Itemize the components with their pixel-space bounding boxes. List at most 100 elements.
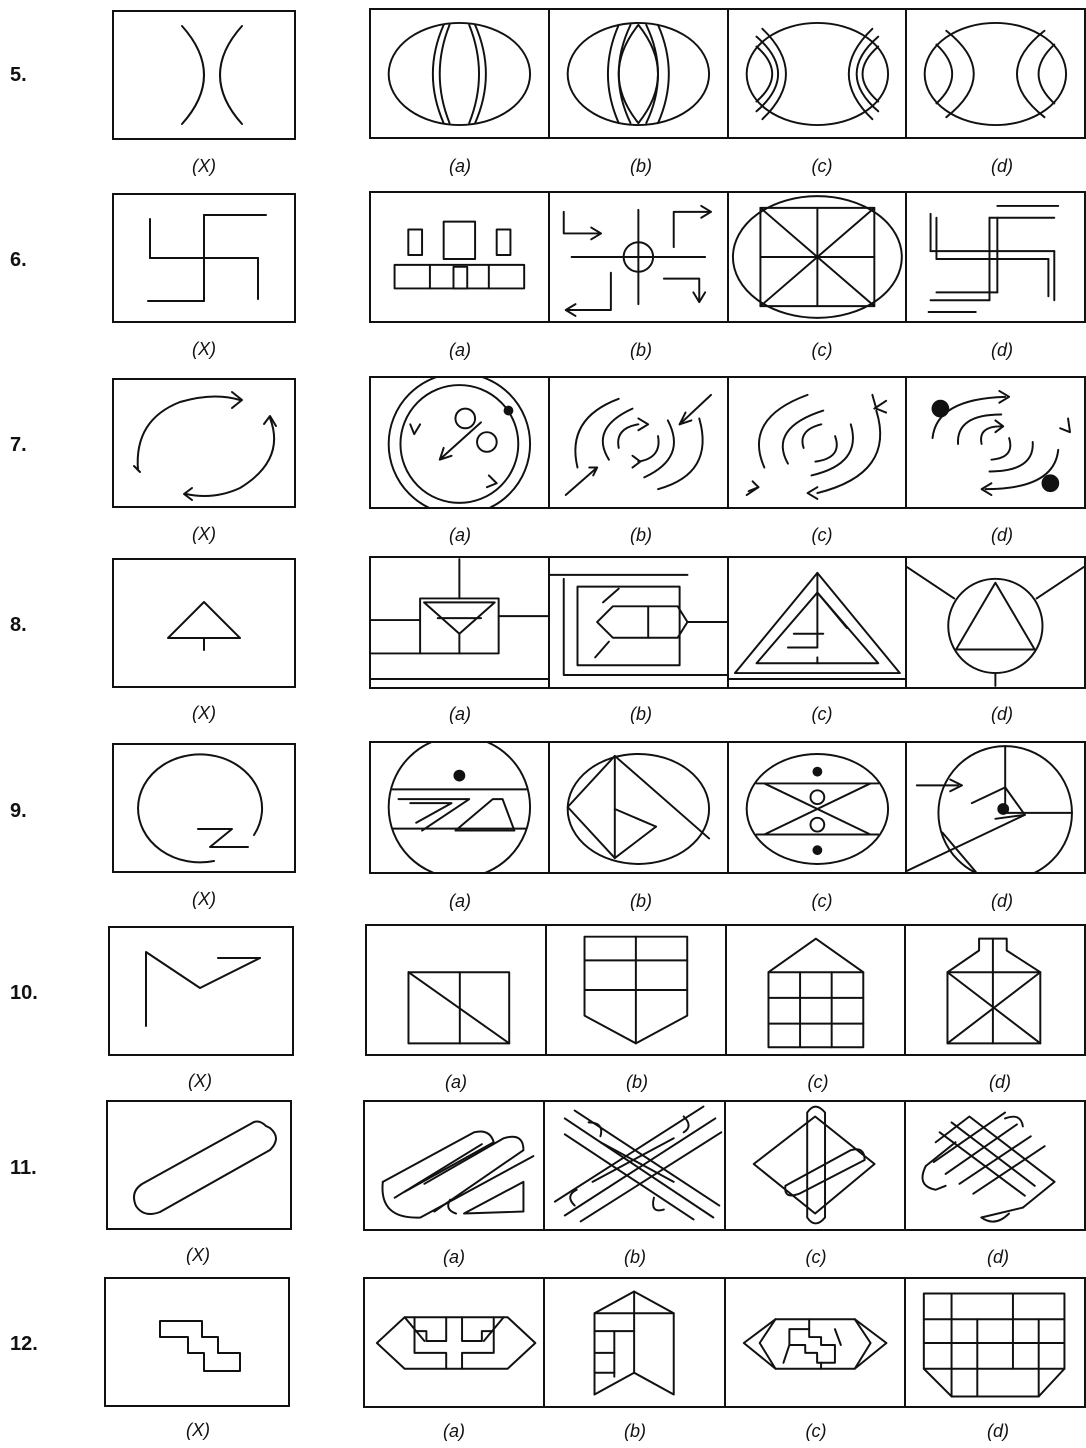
question-figure xyxy=(112,10,296,140)
option-label: (d) xyxy=(972,891,1032,912)
option-label: (d) xyxy=(972,525,1032,546)
question-figure xyxy=(112,378,296,508)
question-label: (X) xyxy=(174,156,234,177)
answer-options xyxy=(363,1277,1086,1408)
option-d-figure[interactable] xyxy=(907,378,1084,507)
question-label: (X) xyxy=(174,889,234,910)
option-label: (d) xyxy=(968,1421,1028,1442)
question-number: 10. xyxy=(10,982,38,1005)
question-figure-drawing xyxy=(110,928,292,1054)
option-c-figure[interactable] xyxy=(729,558,908,687)
option-a-figure[interactable] xyxy=(371,378,550,507)
option-b-figure[interactable] xyxy=(550,558,729,687)
option-b-figure[interactable] xyxy=(550,743,729,872)
option-c-figure[interactable] xyxy=(726,1102,906,1229)
question-label: (X) xyxy=(174,524,234,545)
option-b-figure[interactable] xyxy=(547,926,727,1054)
answer-options xyxy=(369,556,1086,689)
question-figure xyxy=(104,1277,290,1407)
option-d-figure[interactable] xyxy=(907,10,1084,137)
option-c-figure[interactable] xyxy=(729,10,908,137)
option-label: (c) xyxy=(788,1072,848,1093)
option-label: (d) xyxy=(972,340,1032,361)
option-a-figure[interactable] xyxy=(365,1279,545,1406)
option-label: (b) xyxy=(607,1072,667,1093)
question-number: 6. xyxy=(10,249,27,272)
option-a-figure[interactable] xyxy=(371,558,550,687)
option-label: (a) xyxy=(430,156,490,177)
question-label: (X) xyxy=(168,1245,228,1266)
question-number: 9. xyxy=(10,800,27,823)
question-label: (X) xyxy=(170,1071,230,1092)
option-label: (a) xyxy=(430,525,490,546)
option-label: (d) xyxy=(968,1247,1028,1268)
question-number: 11. xyxy=(10,1157,37,1180)
question-figure xyxy=(106,1100,292,1230)
question-figure xyxy=(108,926,294,1056)
option-label: (d) xyxy=(972,156,1032,177)
option-d-figure[interactable] xyxy=(907,193,1084,321)
answer-options xyxy=(369,191,1086,323)
option-label: (b) xyxy=(611,525,671,546)
answer-options xyxy=(365,924,1086,1056)
option-d-figure[interactable] xyxy=(906,926,1084,1054)
option-label: (a) xyxy=(430,704,490,725)
option-label: (c) xyxy=(792,525,852,546)
question-number: 5. xyxy=(10,64,27,87)
option-a-figure[interactable] xyxy=(367,926,547,1054)
option-d-figure[interactable] xyxy=(907,743,1084,872)
question-figure xyxy=(112,743,296,873)
question-figure-drawing xyxy=(108,1102,290,1228)
option-label: (c) xyxy=(786,1421,846,1442)
option-c-figure[interactable] xyxy=(729,378,908,507)
question-figure xyxy=(112,193,296,323)
question-number: 7. xyxy=(10,434,27,457)
option-label: (a) xyxy=(424,1247,484,1268)
option-label: (c) xyxy=(786,1247,846,1268)
option-a-figure[interactable] xyxy=(371,743,550,872)
option-b-figure[interactable] xyxy=(545,1102,725,1229)
option-label: (a) xyxy=(430,891,490,912)
question-number: 8. xyxy=(10,614,27,637)
option-label: (d) xyxy=(972,704,1032,725)
option-d-figure[interactable] xyxy=(906,1102,1084,1229)
question-number: 12. xyxy=(10,1333,38,1356)
option-label: (d) xyxy=(970,1072,1030,1093)
option-d-figure[interactable] xyxy=(907,558,1084,687)
question-figure-drawing xyxy=(114,745,294,871)
option-label: (b) xyxy=(611,891,671,912)
option-label: (a) xyxy=(424,1421,484,1442)
option-c-figure[interactable] xyxy=(726,1279,906,1406)
option-label: (c) xyxy=(792,340,852,361)
option-label: (b) xyxy=(611,156,671,177)
answer-options xyxy=(369,376,1086,509)
option-label: (b) xyxy=(611,340,671,361)
question-label: (X) xyxy=(174,703,234,724)
question-label: (X) xyxy=(168,1420,228,1441)
question-label: (X) xyxy=(174,339,234,360)
option-label: (b) xyxy=(605,1421,665,1442)
question-figure-drawing xyxy=(114,195,294,321)
option-b-figure[interactable] xyxy=(545,1279,725,1406)
question-figure-drawing xyxy=(114,380,294,506)
option-label: (b) xyxy=(605,1247,665,1268)
option-c-figure[interactable] xyxy=(729,193,908,321)
option-c-figure[interactable] xyxy=(727,926,907,1054)
option-label: (c) xyxy=(792,891,852,912)
option-b-figure[interactable] xyxy=(550,10,729,137)
option-a-figure[interactable] xyxy=(365,1102,545,1229)
question-figure-drawing xyxy=(106,1279,288,1405)
option-label: (c) xyxy=(792,156,852,177)
option-a-figure[interactable] xyxy=(371,10,550,137)
question-figure-drawing xyxy=(114,560,294,686)
option-d-figure[interactable] xyxy=(906,1279,1084,1406)
option-b-figure[interactable] xyxy=(550,193,729,321)
option-b-figure[interactable] xyxy=(550,378,729,507)
question-figure-drawing xyxy=(114,12,294,138)
option-label: (a) xyxy=(426,1072,486,1093)
option-c-figure[interactable] xyxy=(729,743,908,872)
answer-options xyxy=(369,741,1086,874)
option-a-figure[interactable] xyxy=(371,193,550,321)
answer-options xyxy=(369,8,1086,139)
answer-options xyxy=(363,1100,1086,1231)
